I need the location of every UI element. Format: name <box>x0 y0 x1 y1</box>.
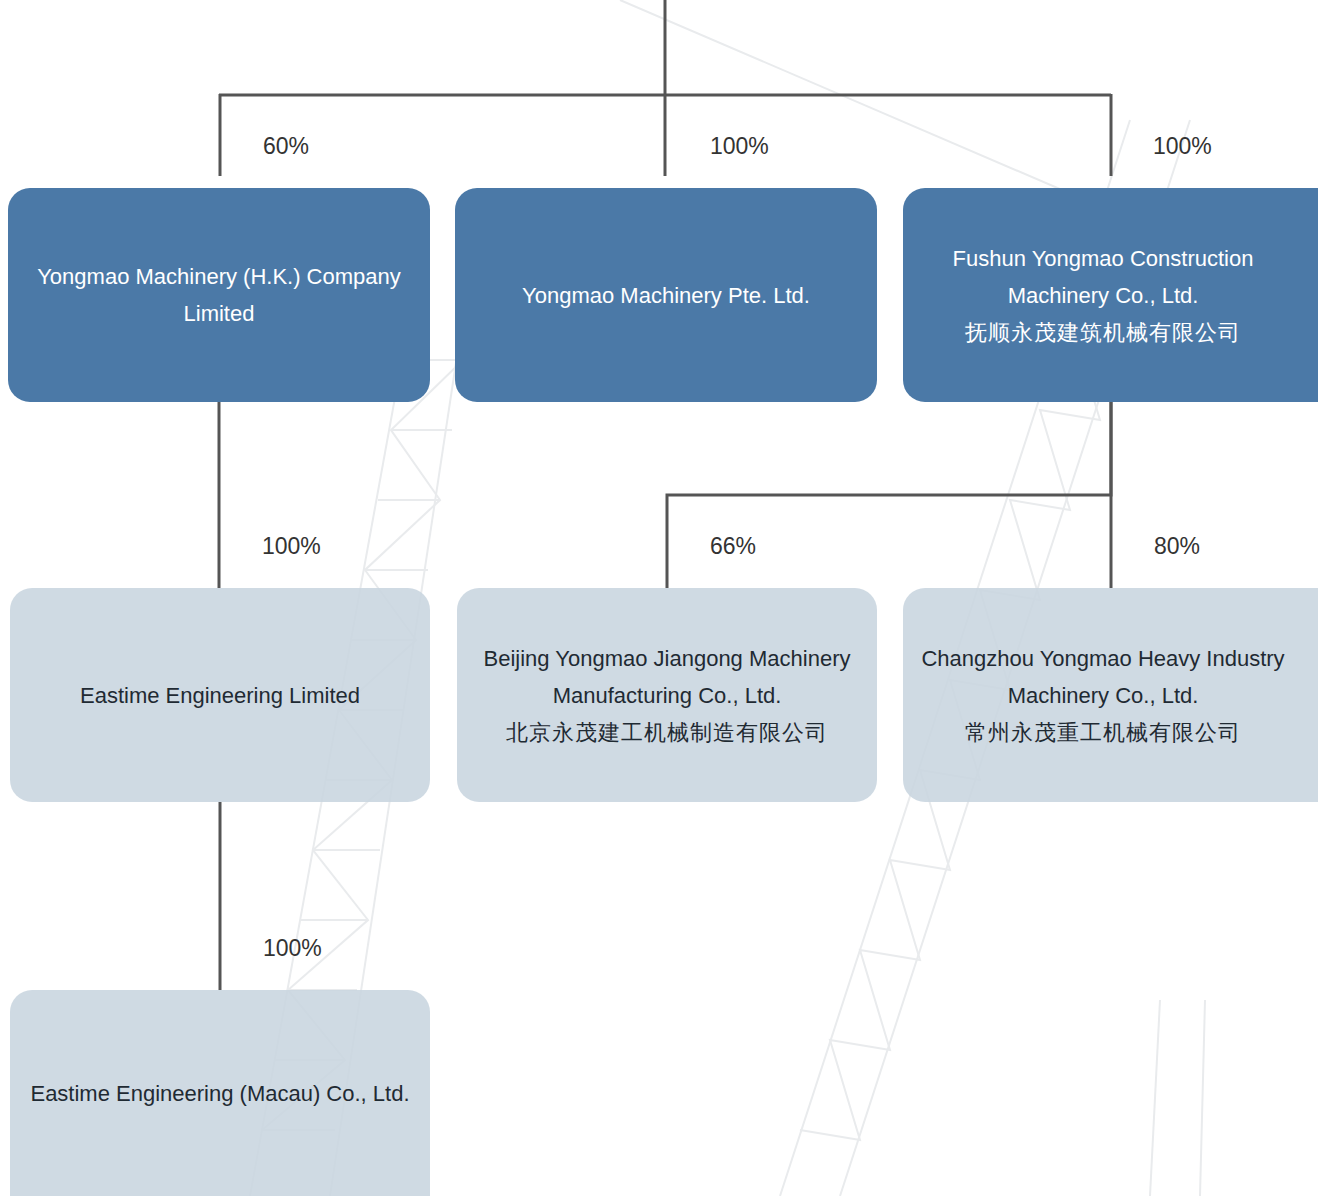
chinese-name: 常州永茂重工机械有限公司 <box>965 714 1241 751</box>
company-name: Yongmao Machinery (H.K.) Company Limited <box>26 258 412 332</box>
ownership-connector <box>1110 402 1113 588</box>
company-name: Fushun Yongmao Construction Machinery Co… <box>921 240 1285 314</box>
company-box: Eastime Engineering (Macau) Co., Ltd. <box>10 990 430 1196</box>
chinese-name: 抚顺永茂建筑机械有限公司 <box>965 314 1241 351</box>
company-box: Eastime Engineering Limited <box>10 588 430 802</box>
ownership-percent: 100% <box>260 933 325 963</box>
chinese-name: 北京永茂建工机械制造有限公司 <box>506 714 828 751</box>
company-box: Yongmao Machinery (H.K.) Company Limited <box>8 188 430 402</box>
ownership-connector <box>219 802 222 990</box>
company-name: Changzhou Yongmao Heavy Industry Machine… <box>921 640 1285 714</box>
ownership-percent: 100% <box>259 531 324 561</box>
company-box: Yongmao Machinery Pte. Ltd. <box>455 188 877 402</box>
company-name: Eastime Engineering Limited <box>80 677 360 714</box>
ownership-percent: 80% <box>1151 531 1203 561</box>
company-name: Eastime Engineering (Macau) Co., Ltd. <box>30 1075 409 1112</box>
company-box: Beijing Yongmao Jiangong Machinery Manuf… <box>457 588 877 802</box>
ownership-percent: 100% <box>1150 131 1215 161</box>
ownership-percent: 60% <box>260 131 312 161</box>
ownership-connector <box>218 402 221 588</box>
company-box: Fushun Yongmao Construction Machinery Co… <box>903 188 1318 402</box>
ownership-connector <box>667 402 1111 588</box>
company-box: Changzhou Yongmao Heavy Industry Machine… <box>903 588 1318 802</box>
ownership-percent: 100% <box>707 131 772 161</box>
ownership-percent: 66% <box>707 531 759 561</box>
company-name: Yongmao Machinery Pte. Ltd. <box>522 277 810 314</box>
company-name: Beijing Yongmao Jiangong Machinery Manuf… <box>475 640 859 714</box>
